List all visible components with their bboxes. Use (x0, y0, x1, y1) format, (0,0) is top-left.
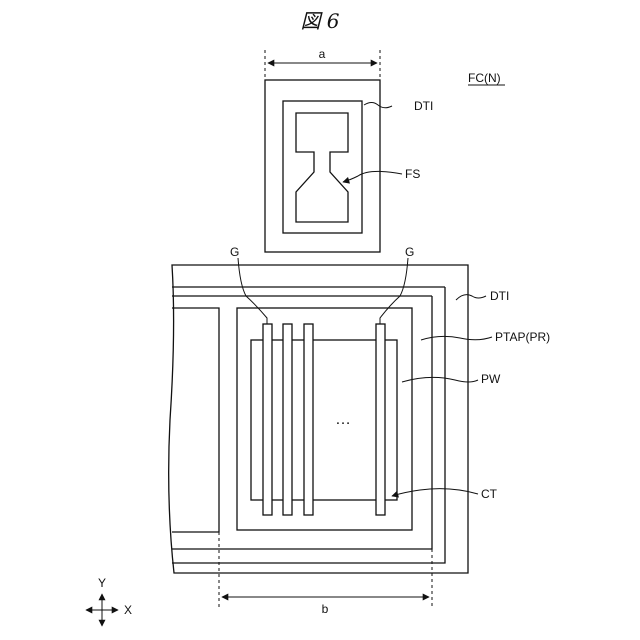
axis-y-label: Y (98, 576, 106, 590)
corner-label: FC(N) (468, 71, 501, 85)
figure-title: 図 6 (300, 9, 339, 33)
ptap-label: PTAP(PR) (495, 330, 550, 344)
gate-stripe-2 (283, 324, 292, 515)
top-dti-component: a DTI FS (265, 47, 433, 252)
dti-main-label: DTI (490, 289, 509, 303)
dti-main-leader (456, 295, 486, 300)
outer-dti-rect (169, 265, 468, 573)
dti-top-leader (364, 103, 392, 108)
fs-label: FS (405, 167, 420, 181)
ct-leader (392, 489, 478, 496)
g-left-leader (238, 258, 267, 324)
g-left-label: G (230, 245, 239, 259)
top-outer-rect (265, 80, 380, 252)
g-right-label: G (405, 245, 414, 259)
g-right-leader (380, 258, 408, 324)
fs-leader (343, 171, 402, 182)
pw-label: PW (481, 372, 501, 386)
dti-top-label: DTI (414, 99, 433, 113)
left-region (172, 308, 219, 532)
ellipsis-dots: … (335, 411, 351, 428)
top-dti-rect (283, 101, 362, 233)
ct-label: CT (481, 487, 498, 501)
axis-indicator: Y X (86, 576, 132, 626)
pw-leader (402, 377, 478, 382)
gate-stripe-4 (376, 324, 385, 515)
dim-a-label: a (319, 47, 326, 61)
ptap-inner-rect (172, 296, 432, 549)
dim-b-label: b (322, 602, 329, 616)
main-component: … G G DTI PTAP(PR) PW CT b (169, 245, 550, 616)
axis-x-label: X (124, 603, 132, 617)
ct-rect (251, 340, 397, 500)
gate-stripe-1 (263, 324, 272, 515)
fs-shape (296, 113, 348, 222)
gate-stripe-3 (304, 324, 313, 515)
